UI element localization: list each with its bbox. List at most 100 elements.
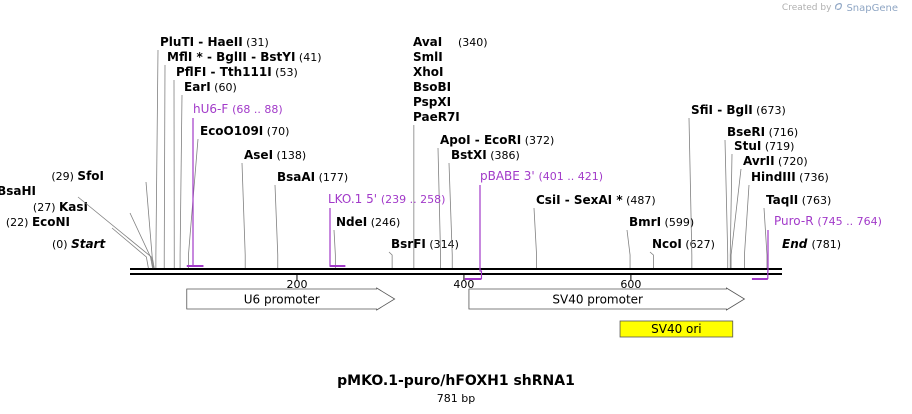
primer-range: (401 .. 421) bbox=[538, 170, 603, 183]
site-position: (736) bbox=[796, 171, 829, 184]
feature-label: SV40 ori bbox=[651, 322, 702, 336]
enzyme-name: - bbox=[247, 50, 260, 64]
site-label: BmrI (599) bbox=[629, 215, 694, 229]
site-label: TaqII (763) bbox=[766, 193, 831, 207]
site-label: BseRI (716) bbox=[727, 125, 798, 139]
primer-label: Puro-R (745 .. 764) bbox=[774, 214, 882, 228]
feature-box bbox=[619, 320, 734, 338]
ruler-tick-label: 600 bbox=[620, 278, 641, 291]
enzyme-name: - bbox=[203, 50, 216, 64]
ruler-tick-label: 200 bbox=[286, 278, 307, 291]
enzyme-name: SexAI * bbox=[574, 193, 623, 207]
start-line bbox=[114, 248, 130, 268]
primer-label: hU6-F (68 .. 88) bbox=[193, 102, 283, 116]
enzyme-name: BstYI bbox=[260, 50, 295, 64]
enzyme-name: KasI bbox=[59, 200, 88, 214]
site-position: (41) bbox=[295, 51, 321, 64]
site-position: (340) bbox=[458, 36, 488, 49]
enzyme-name: SfiI bbox=[691, 103, 713, 117]
enzyme-name: - BsaHI bbox=[0, 184, 36, 198]
start-label: (0) Start bbox=[52, 237, 106, 251]
end-position: (781) bbox=[812, 238, 842, 251]
site-position: (386) bbox=[487, 149, 520, 162]
site-line bbox=[730, 168, 742, 268]
site-label: NdeI (246) bbox=[336, 215, 400, 229]
enzyme-name: Tth111I bbox=[220, 65, 272, 79]
site-label: EarI (60) bbox=[184, 80, 237, 94]
site-line bbox=[437, 147, 441, 268]
enzyme-name: TaqII bbox=[766, 193, 798, 207]
map-length: 781 bp bbox=[436, 392, 476, 405]
site-label: BsaAI (177) bbox=[277, 170, 348, 184]
primer-name: Puro-R bbox=[774, 214, 817, 228]
enzyme-name: PluTI bbox=[160, 35, 194, 49]
site-line bbox=[188, 138, 199, 268]
site-line bbox=[763, 207, 768, 268]
primer-line bbox=[479, 185, 483, 279]
site-label: HindIII (736) bbox=[751, 170, 829, 184]
enzyme-name: EcoNI bbox=[32, 215, 70, 229]
credit-brand: SnapGene bbox=[846, 2, 898, 14]
site-label: (29) SfoI bbox=[51, 169, 104, 183]
site-line bbox=[111, 227, 149, 269]
primer-name: pBABE 3' bbox=[480, 169, 538, 183]
enzyme-name: AvaI bbox=[413, 35, 442, 49]
enzyme-name: AseI bbox=[244, 148, 273, 162]
feature-label: U6 promoter bbox=[244, 293, 320, 307]
site-label: MflI * - BglII - BstYI (41) bbox=[167, 50, 322, 64]
site-label: EcoO109I (70) bbox=[200, 124, 289, 138]
site-position: (763) bbox=[798, 194, 831, 207]
enzyme-name: - bbox=[561, 193, 574, 207]
start-position: (0) bbox=[52, 238, 71, 251]
feature-arrow bbox=[186, 287, 396, 311]
site-position: (246) bbox=[367, 216, 400, 229]
enzyme-name: - bbox=[713, 103, 726, 117]
enzyme-name: NcoI bbox=[652, 237, 682, 251]
enzyme-name: SmlI bbox=[413, 50, 443, 64]
enzyme-name: ApoI bbox=[440, 133, 471, 147]
end-name: End bbox=[782, 237, 812, 251]
enzyme-name: AvrII bbox=[743, 154, 775, 168]
enzyme-name: NdeI bbox=[336, 215, 367, 229]
end-label: End (781) bbox=[782, 237, 841, 251]
site-line bbox=[155, 49, 159, 268]
enzyme-name: EarI bbox=[184, 80, 211, 94]
site-label: AvrII (720) bbox=[743, 154, 808, 168]
site-line bbox=[77, 196, 154, 269]
enzyme-name: PaeR7I bbox=[413, 110, 460, 124]
enzyme-name: BsoBI bbox=[413, 80, 451, 94]
enzyme-name: CsiI bbox=[536, 193, 561, 207]
enzyme-name: BmrI bbox=[629, 215, 661, 229]
site-line bbox=[388, 251, 393, 268]
feature-arrow bbox=[468, 287, 746, 311]
enzyme-name: BsrFI bbox=[391, 237, 426, 251]
site-label: ApoI - EcoRI (372) bbox=[440, 133, 554, 147]
site-position: (22) bbox=[6, 216, 32, 229]
site-position: (53) bbox=[272, 66, 298, 79]
site-label: (27) KasI bbox=[33, 200, 88, 214]
site-label: (22) EcoNI bbox=[6, 215, 70, 229]
site-label: BsrFI (314) bbox=[391, 237, 459, 251]
site-label: StuI (719) bbox=[734, 139, 794, 153]
site-line bbox=[688, 117, 693, 268]
site-line bbox=[729, 153, 733, 268]
primer-label: pBABE 3' (401 .. 421) bbox=[480, 169, 603, 183]
site-position: (719) bbox=[761, 140, 794, 153]
enzyme-name: - bbox=[206, 65, 219, 79]
map-title: pMKO.1-puro/hFOXH1 shRNA1 bbox=[337, 373, 575, 389]
enzyme-name: BstXI bbox=[451, 148, 487, 162]
enzyme-name: EcoO109I bbox=[200, 124, 263, 138]
site-position: (138) bbox=[273, 149, 306, 162]
site-line bbox=[274, 184, 279, 268]
site-position: (716) bbox=[765, 126, 798, 139]
snapgene-logo-icon bbox=[834, 2, 843, 14]
site-line bbox=[448, 162, 453, 268]
site-line bbox=[649, 251, 654, 268]
site-line bbox=[241, 162, 246, 268]
site-label: AseI (138) bbox=[244, 148, 306, 162]
enzyme-name: SfoI bbox=[77, 169, 104, 183]
enzyme-name: - bbox=[194, 35, 207, 49]
enzyme-name: StuI bbox=[734, 139, 761, 153]
site-position: (29) bbox=[51, 170, 77, 183]
site-position: (487) bbox=[623, 194, 656, 207]
